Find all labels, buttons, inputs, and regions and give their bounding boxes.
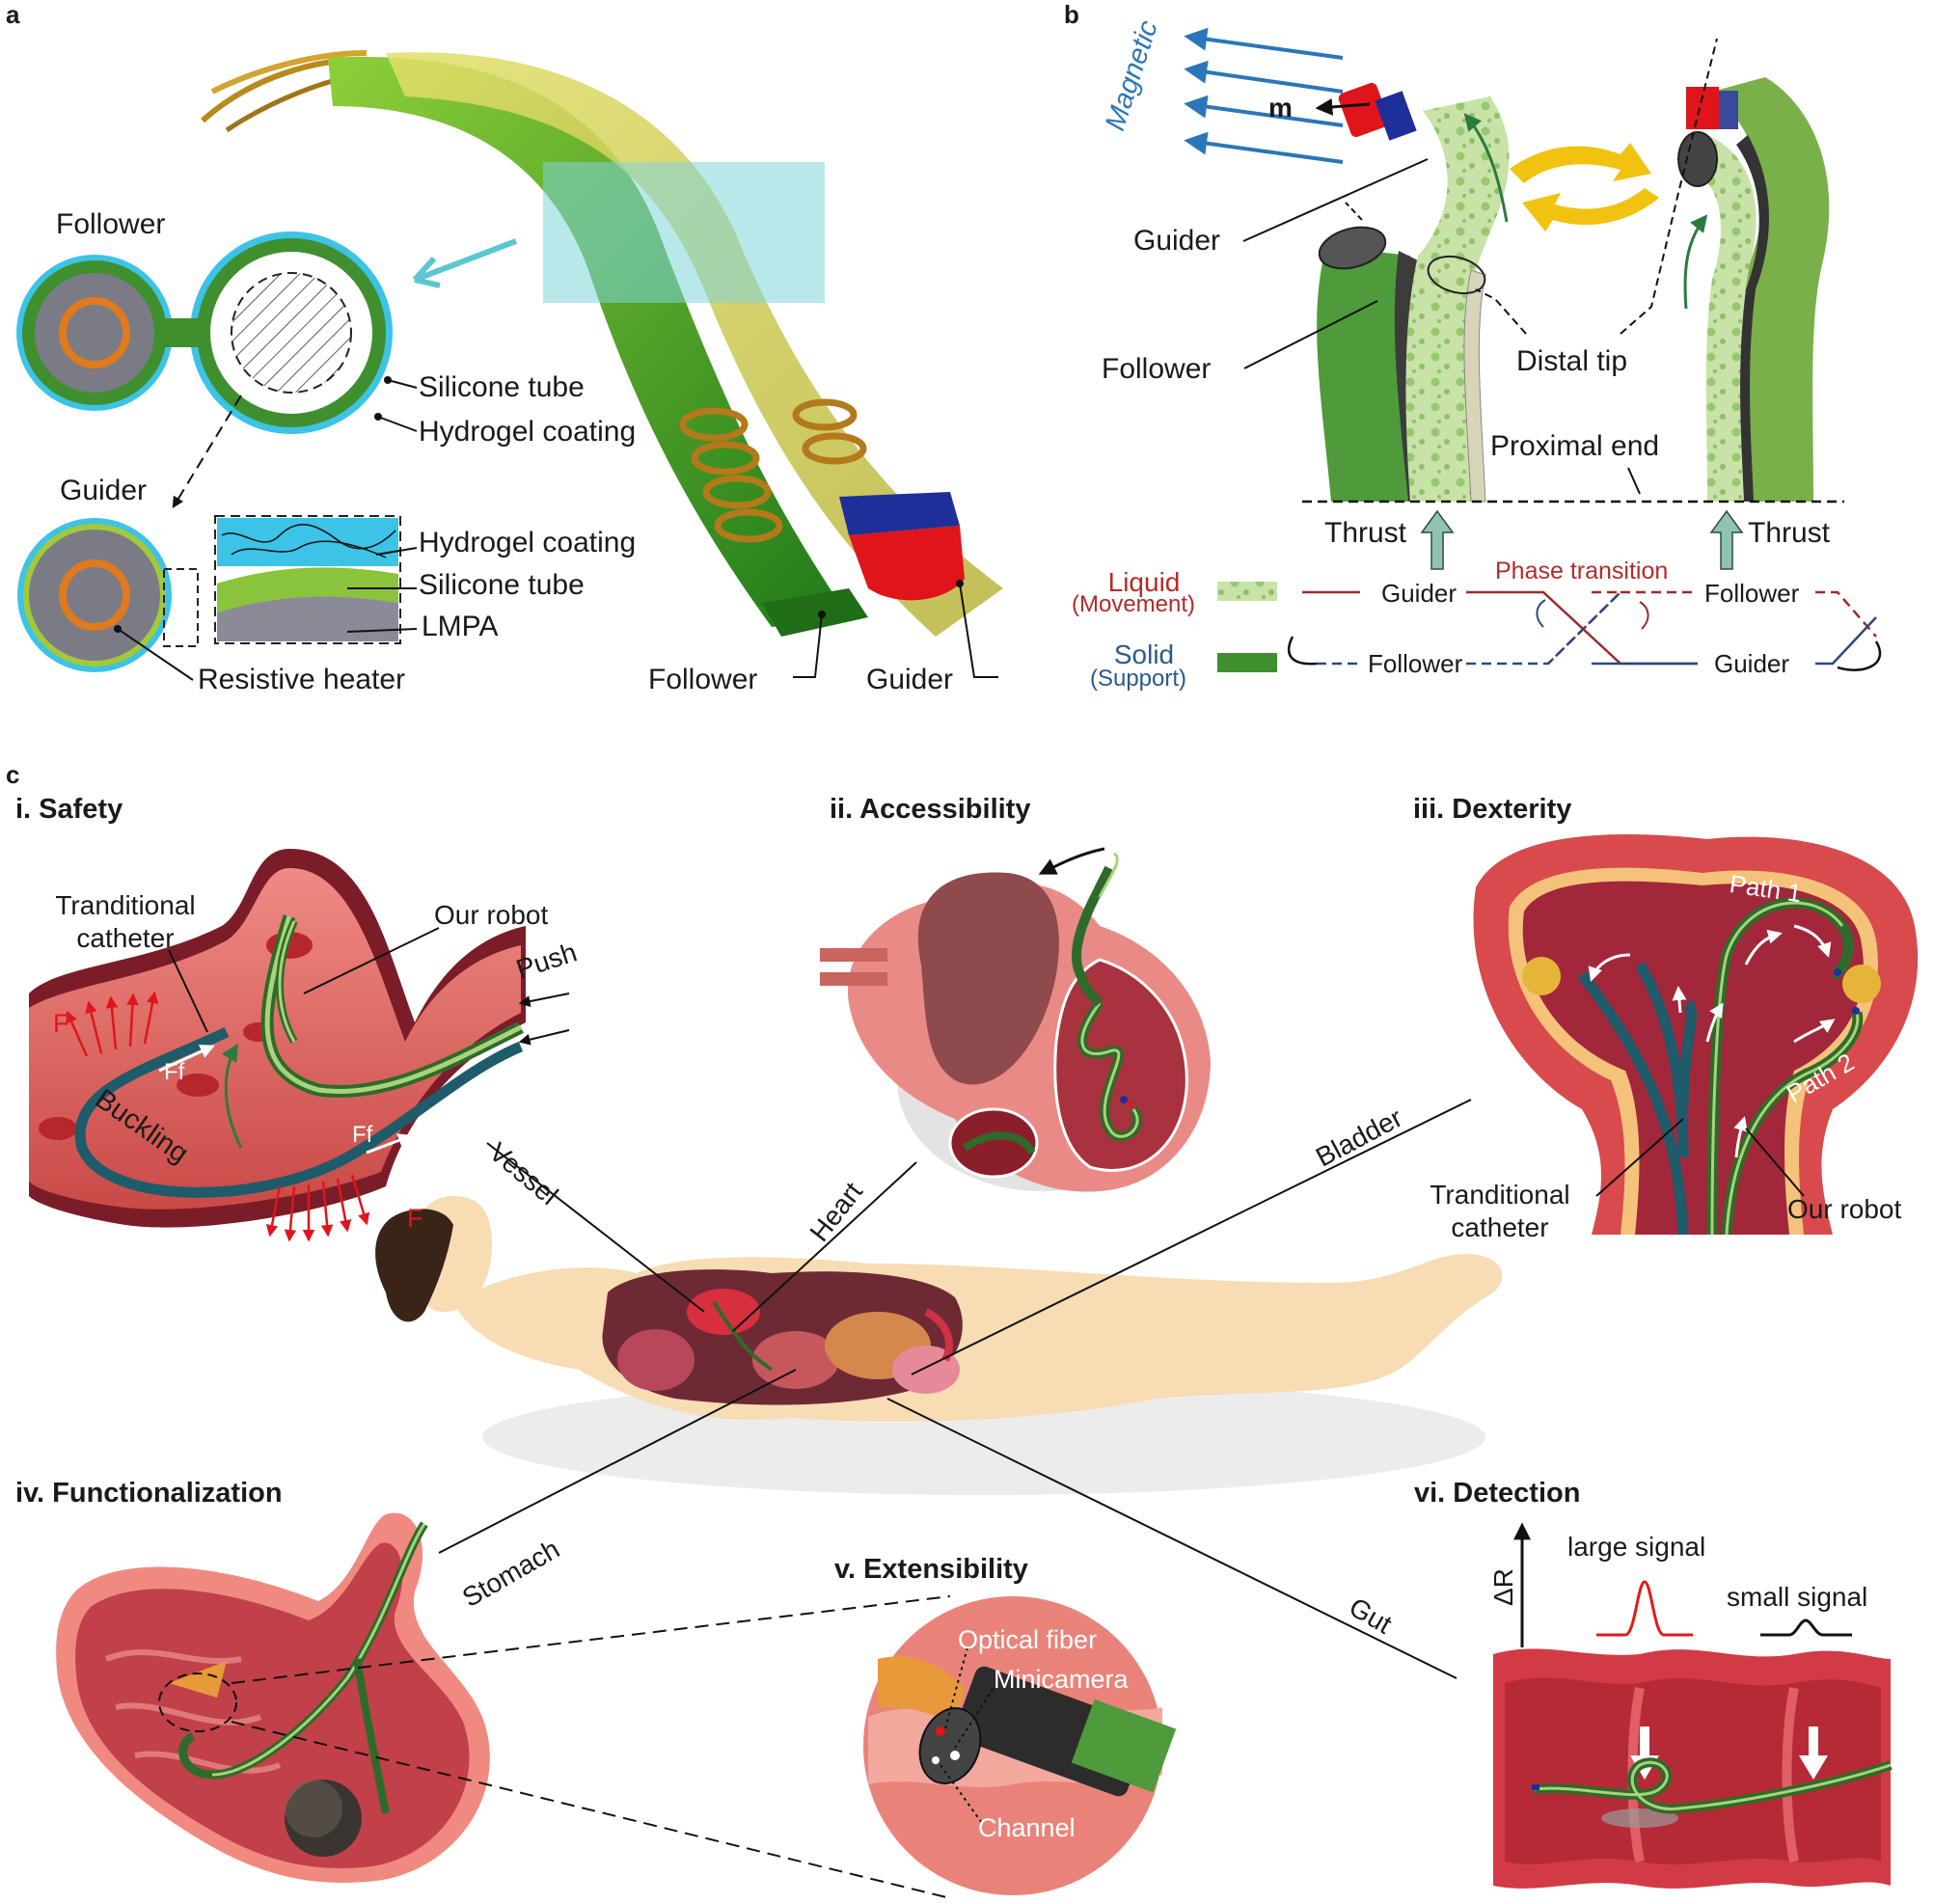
label-delta-r: ΔR (1488, 1568, 1518, 1606)
magnet-tip-blue-right (1719, 91, 1738, 129)
label-traditional-catheter: Tranditional catheter (55, 890, 196, 953)
stomach-illustration (56, 1512, 490, 1883)
label-channel: Channel (978, 1813, 1076, 1842)
magnet-tip-red-left (1338, 82, 1390, 138)
cross-section-highlight (543, 162, 825, 303)
traditional-catheter-path (74, 1027, 524, 1198)
extensibility-zoom (863, 1596, 1177, 1895)
panel-c (29, 834, 1919, 1899)
label-follower-3d: Follower (648, 664, 758, 695)
label-friction-2: Ff (352, 1122, 373, 1148)
seq-guider-bottom: Guider (1714, 649, 1790, 678)
label-friction-1: Ff (164, 1059, 185, 1085)
heading-safety: i. Safety (15, 794, 123, 825)
vessel-illustration (29, 849, 526, 1228)
label-follower-section: Follower (56, 208, 166, 240)
guider-magnet-red (849, 526, 965, 601)
leader-lines-c3 (1595, 1118, 1805, 1197)
small-signal-curve (1760, 1618, 1852, 1637)
bladder-traditional-catheter (1577, 962, 1697, 1236)
label-guider-b: Guider (1133, 225, 1221, 257)
swap-arrow-top (1510, 143, 1651, 183)
label-small-signal: small signal (1727, 1582, 1868, 1612)
heading-detection: vi. Detection (1414, 1478, 1581, 1509)
thrust-arrow-left (1420, 509, 1455, 570)
panel-b (1184, 27, 1882, 672)
organ-leader-lines (438, 1099, 1472, 1679)
swap-arrow-bottom (1522, 188, 1659, 231)
guider-cross-section-small (17, 518, 172, 672)
label-follower-b: Follower (1102, 353, 1212, 385)
panel-label-b: b (1064, 0, 1079, 29)
label-hydrogel-coating: Hydrogel coating (419, 416, 637, 448)
follower-cross-section (16, 255, 173, 411)
label-thrust-right: Thrust (1748, 517, 1831, 549)
label-traditional-catheter-2: Tranditional catheter (1430, 1180, 1570, 1242)
leader-lines-a (117, 379, 998, 681)
follower-coil (679, 407, 783, 543)
thrust-arrow-right (1709, 509, 1744, 570)
human-body (375, 1196, 1503, 1495)
guider-coil (792, 398, 867, 465)
label-minicamera: Minicamera (994, 1665, 1129, 1694)
label-our-robot-2: Our robot (1787, 1194, 1902, 1224)
label-force-top: F (53, 1009, 69, 1038)
label-silicone-tube: Silicone tube (419, 371, 585, 403)
label-movement: (Movement) (1071, 591, 1196, 617)
follower-tube-left (1317, 246, 1410, 502)
leader-lines-b (1242, 38, 1844, 503)
label-our-robot: Our robot (434, 900, 549, 930)
label-support: (Support) (1089, 666, 1187, 692)
heading-accessibility: ii. Accessibility (830, 794, 1031, 825)
seq-follower-bottom: Follower (1368, 649, 1463, 678)
panel-a (16, 50, 1003, 681)
label-guider-3d: Guider (866, 664, 954, 695)
label-resistive-heater: Resistive heater (198, 664, 406, 695)
magnet-tip-red-right (1686, 87, 1719, 129)
detection-illustration (1493, 1522, 1893, 1889)
heading-functionalization: iv. Functionalization (15, 1478, 283, 1509)
layer-zoom (214, 515, 401, 644)
large-signal-curve (1596, 1580, 1693, 1637)
follower-tube-right (1712, 77, 1830, 502)
heart-illustration (820, 847, 1211, 1192)
label-hydrogel-coating-2: Hydrogel coating (419, 527, 637, 558)
label-liquid: Liquid (1107, 567, 1181, 597)
leader-lines-c1 (168, 927, 570, 1046)
label-m: m (1268, 93, 1293, 122)
panel-label-a: a (6, 0, 20, 29)
label-distal-tip: Distal tip (1516, 345, 1628, 377)
label-thrust-left: Thrust (1324, 517, 1407, 549)
label-large-signal: large signal (1567, 1532, 1706, 1562)
zoom-lines-iv (231, 1595, 951, 1899)
label-solid: Solid (1113, 639, 1175, 669)
seq-follower-top: Follower (1704, 579, 1800, 608)
magnetic-field-arrows (1184, 27, 1344, 164)
phase-sequence (1287, 590, 1882, 671)
heading-dexterity: iii. Dexterity (1413, 794, 1572, 825)
highlight-arrow (413, 238, 518, 283)
heading-extensibility: v. Extensibility (834, 1554, 1028, 1585)
label-lmpa: LMPA (422, 611, 499, 642)
guider-cross-section-large (190, 231, 393, 434)
panel-label-c: c (6, 760, 20, 789)
guider-tube-3d (386, 52, 1003, 638)
label-guider-section: Guider (60, 475, 148, 506)
guider-magnet-blue (839, 492, 960, 535)
label-force-bottom: F (407, 1204, 423, 1233)
force-arrows (66, 991, 370, 1242)
follower-end-cap (762, 588, 868, 637)
label-optical-fiber: Optical fiber (958, 1625, 1098, 1654)
label-proximal-end: Proximal end (1490, 430, 1660, 462)
solid-swatch (1217, 653, 1277, 672)
label-silicone-tube-2: Silicone tube (419, 569, 585, 601)
magnet-tip-blue-left (1375, 91, 1417, 141)
bladder-illustration (1473, 834, 1919, 1236)
seq-guider-top: Guider (1381, 579, 1457, 608)
label-phase-transition: Phase transition (1495, 558, 1669, 585)
